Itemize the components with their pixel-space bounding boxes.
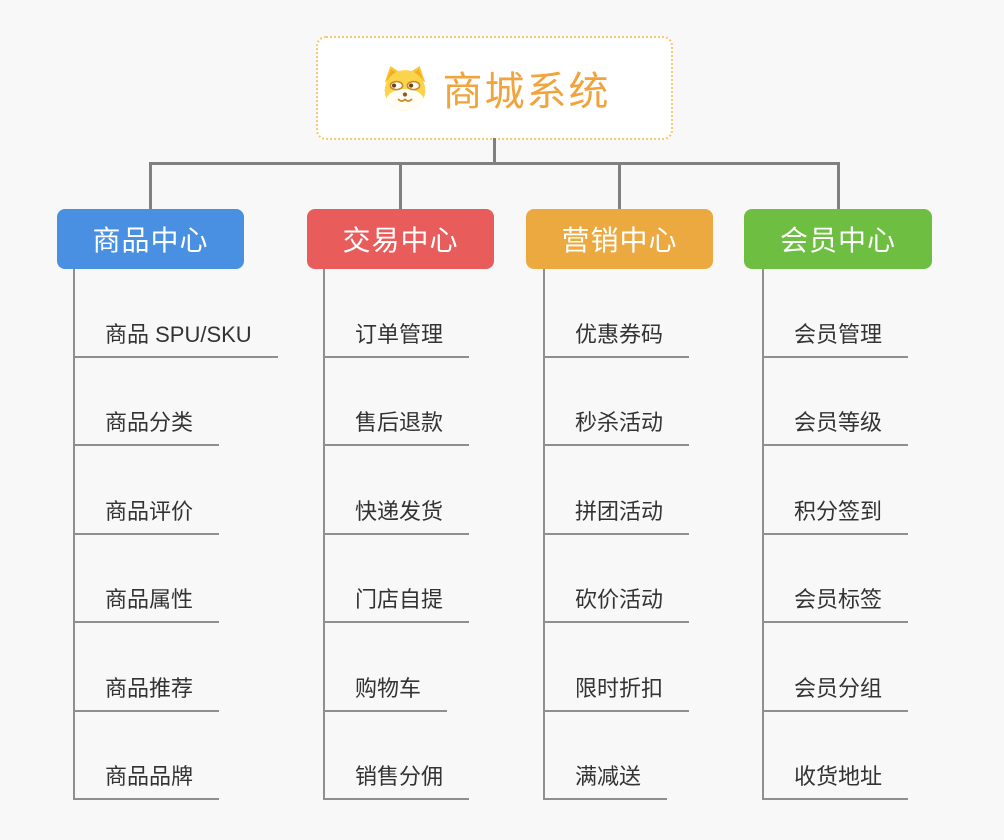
leaf-node[interactable]: 商品分类 (73, 405, 220, 446)
branch-node-marketing-center[interactable]: 营销中心 (526, 209, 713, 269)
leaf-row: 积分签到 (762, 446, 1004, 535)
leaf-node[interactable]: 优惠券码 (543, 317, 690, 358)
leaf-row: 会员等级 (762, 358, 1004, 446)
leaf-row: 拼团活动 (543, 446, 795, 535)
dog-face-icon (379, 64, 431, 112)
leaf-row: 快递发货 (323, 446, 575, 535)
leaf-row: 商品品牌 (73, 712, 325, 800)
leaf-node[interactable]: 门店自提 (323, 582, 470, 623)
leaf-node[interactable]: 收货地址 (762, 759, 909, 800)
leaf-row: 商品分类 (73, 358, 325, 446)
leaf-row: 商品评价 (73, 446, 325, 535)
leaf-node[interactable]: 限时折扣 (543, 671, 690, 712)
leaf-node[interactable]: 秒杀活动 (543, 405, 690, 446)
leaf-row: 商品属性 (73, 535, 325, 623)
leaf-node[interactable]: 会员分组 (762, 671, 909, 712)
leaf-row: 购物车 (323, 623, 575, 712)
leaf-row: 砍价活动 (543, 535, 795, 623)
connector-drop-trade (399, 162, 402, 210)
leaf-list-product-center: 商品 SPU/SKU 商品分类 商品评价 商品属性 商品推荐 商品品牌 (73, 269, 325, 800)
leaf-node[interactable]: 商品品牌 (73, 759, 220, 800)
leaf-row: 收货地址 (762, 712, 1004, 800)
leaf-row: 商品 SPU/SKU (73, 269, 325, 358)
connector-drop-members (837, 162, 840, 210)
leaf-node[interactable]: 商品评价 (73, 494, 220, 535)
connector-root-trunk (493, 138, 496, 164)
leaf-row: 会员管理 (762, 269, 1004, 358)
branch-node-trade-center[interactable]: 交易中心 (307, 209, 494, 269)
branch-node-product-center[interactable]: 商品中心 (57, 209, 244, 269)
leaf-node[interactable]: 砍价活动 (543, 582, 690, 623)
connector-drop-products (149, 162, 152, 210)
leaf-row: 商品推荐 (73, 623, 325, 712)
leaf-list-marketing-center: 优惠券码 秒杀活动 拼团活动 砍价活动 限时折扣 满减送 (543, 269, 795, 800)
connector-horizontal-line (149, 162, 839, 165)
leaf-node[interactable]: 订单管理 (323, 317, 470, 358)
leaf-node[interactable]: 满减送 (543, 759, 668, 800)
leaf-node[interactable]: 商品 SPU/SKU (73, 317, 278, 358)
leaf-node[interactable]: 会员标签 (762, 582, 909, 623)
leaf-node[interactable]: 购物车 (323, 671, 448, 712)
leaf-row: 销售分佣 (323, 712, 575, 800)
leaf-node[interactable]: 销售分佣 (323, 759, 470, 800)
leaf-row: 优惠券码 (543, 269, 795, 358)
leaf-row: 会员分组 (762, 623, 1004, 712)
leaf-node[interactable]: 售后退款 (323, 405, 470, 446)
leaf-row: 售后退款 (323, 358, 575, 446)
leaf-node[interactable]: 商品推荐 (73, 671, 220, 712)
leaf-row: 会员标签 (762, 535, 1004, 623)
leaf-row: 限时折扣 (543, 623, 795, 712)
leaf-row: 秒杀活动 (543, 358, 795, 446)
leaf-node[interactable]: 会员管理 (762, 317, 909, 358)
leaf-list-trade-center: 订单管理 售后退款 快递发货 门店自提 购物车 销售分佣 (323, 269, 575, 800)
root-title: 商城系统 (442, 70, 611, 114)
root-node[interactable]: 商城系统 (316, 36, 673, 140)
leaf-row: 满减送 (543, 712, 795, 800)
leaf-node[interactable]: 积分签到 (762, 494, 909, 535)
branch-node-member-center[interactable]: 会员中心 (744, 209, 932, 269)
leaf-node[interactable]: 商品属性 (73, 582, 220, 623)
leaf-list-member-center: 会员管理 会员等级 积分签到 会员标签 会员分组 收货地址 (762, 269, 1004, 800)
leaf-node[interactable]: 快递发货 (323, 494, 470, 535)
leaf-node[interactable]: 拼团活动 (543, 494, 690, 535)
connector-drop-marketing (618, 162, 621, 210)
leaf-row: 门店自提 (323, 535, 575, 623)
leaf-node[interactable]: 会员等级 (762, 405, 909, 446)
leaf-row: 订单管理 (323, 269, 575, 358)
